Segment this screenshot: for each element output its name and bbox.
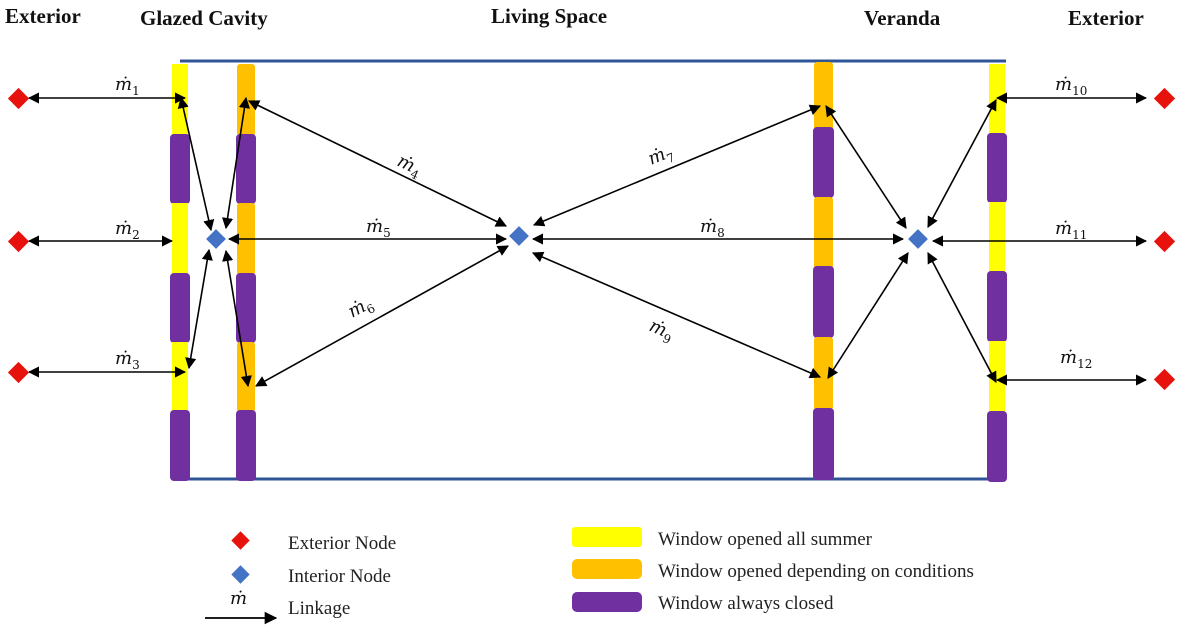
zone-label-exterior-left: Exterior <box>5 4 81 28</box>
flow-label-m9: ṁ9 <box>645 315 677 347</box>
linkage-veranda-bottom-inner <box>827 252 909 379</box>
window-closed <box>170 273 190 343</box>
legend-window-closed-swatch <box>572 592 642 612</box>
flow-label-m7: ṁ7 <box>645 141 677 173</box>
legend-window-open-summer-label: Window opened all summer <box>658 529 873 550</box>
window-closed <box>813 127 834 198</box>
window-closed <box>987 133 1007 203</box>
flow-label-m10: ṁ10 <box>1055 74 1087 98</box>
svg-text:ṁ6: ṁ6 <box>344 292 377 325</box>
linkage-veranda-bottom-outer <box>927 252 997 383</box>
linkage-cavity-top-inner <box>221 96 251 230</box>
window-open-summer <box>989 341 1005 413</box>
window-closed <box>236 410 256 481</box>
flow-label-m8: ṁ8 <box>700 216 725 240</box>
window-closed <box>170 410 190 481</box>
linkage-cavity-top-outer <box>177 96 215 232</box>
flow-label-m1: ṁ1 <box>115 74 140 98</box>
interior-node-veranda <box>908 229 928 249</box>
window-closed <box>987 411 1007 482</box>
zone-label-glazed-cavity: Glazed Cavity <box>140 6 268 30</box>
exterior-node <box>1153 87 1176 110</box>
linkage-cavity-bottom-inner <box>222 249 252 388</box>
legend-interior-node-icon <box>231 565 250 584</box>
flow-label-m3: ṁ3 <box>115 348 140 372</box>
flow-label-m11: ṁ11 <box>1055 218 1087 242</box>
linkage-m6 <box>255 245 509 387</box>
legend-linkage-label: Linkage <box>288 598 350 619</box>
exterior-node <box>7 361 30 384</box>
window-open-conditional <box>814 62 833 132</box>
window-open-summer <box>989 64 1005 136</box>
legend-window-open-conditional-label: Window opened depending on conditions <box>658 561 974 582</box>
svg-text:ṁ9: ṁ9 <box>645 315 677 347</box>
window-closed <box>170 134 190 204</box>
flow-label-m4: ṁ4 <box>393 150 426 182</box>
flow-label-m2: ṁ2 <box>115 218 140 242</box>
interior-node-living-space <box>509 226 529 246</box>
window-closed <box>813 266 834 338</box>
window-open-summer <box>172 342 188 412</box>
legend-window-open-summer-swatch <box>572 527 642 547</box>
linkage-cavity-bottom-outer <box>185 248 213 370</box>
window-open-conditional <box>814 197 833 269</box>
legend: Exterior Node Interior Node ṁ Linkage Wi… <box>205 527 974 625</box>
flow-label-m5: ṁ5 <box>366 216 391 240</box>
svg-text:ṁ7: ṁ7 <box>645 141 677 173</box>
legend-window-open-conditional-swatch <box>572 559 642 579</box>
legend-exterior-node-label: Exterior Node <box>288 533 396 554</box>
legend-exterior-node-icon <box>231 531 250 550</box>
zone-label-living-space: Living Space <box>491 4 608 28</box>
flow-label-m12: ṁ12 <box>1060 347 1092 371</box>
legend-linkage-symbol: ṁ <box>230 588 247 609</box>
legend-interior-node-label: Interior Node <box>288 566 391 587</box>
exterior-node <box>1153 230 1176 253</box>
exterior-node <box>1153 368 1176 391</box>
svg-text:ṁ4: ṁ4 <box>393 150 426 182</box>
legend-window-closed-label: Window always closed <box>658 593 834 614</box>
flow-label-m6: ṁ6 <box>344 292 377 325</box>
window-open-summer <box>172 64 188 136</box>
linkage-m4 <box>247 100 508 227</box>
window-closed <box>813 408 834 480</box>
linkage-veranda-top-outer <box>927 99 997 228</box>
window-closed <box>987 271 1007 342</box>
linkage-veranda-top-inner <box>825 105 907 229</box>
zone-label-veranda: Veranda <box>864 6 941 30</box>
linkage-m9 <box>531 251 822 379</box>
exterior-node <box>7 230 30 253</box>
interior-node-glazed-cavity <box>206 229 226 249</box>
window-open-summer <box>989 202 1005 274</box>
zone-label-exterior-right: Exterior <box>1068 6 1144 30</box>
linkage-m7 <box>532 104 822 227</box>
window-open-summer <box>172 203 188 275</box>
exterior-node <box>7 87 30 110</box>
